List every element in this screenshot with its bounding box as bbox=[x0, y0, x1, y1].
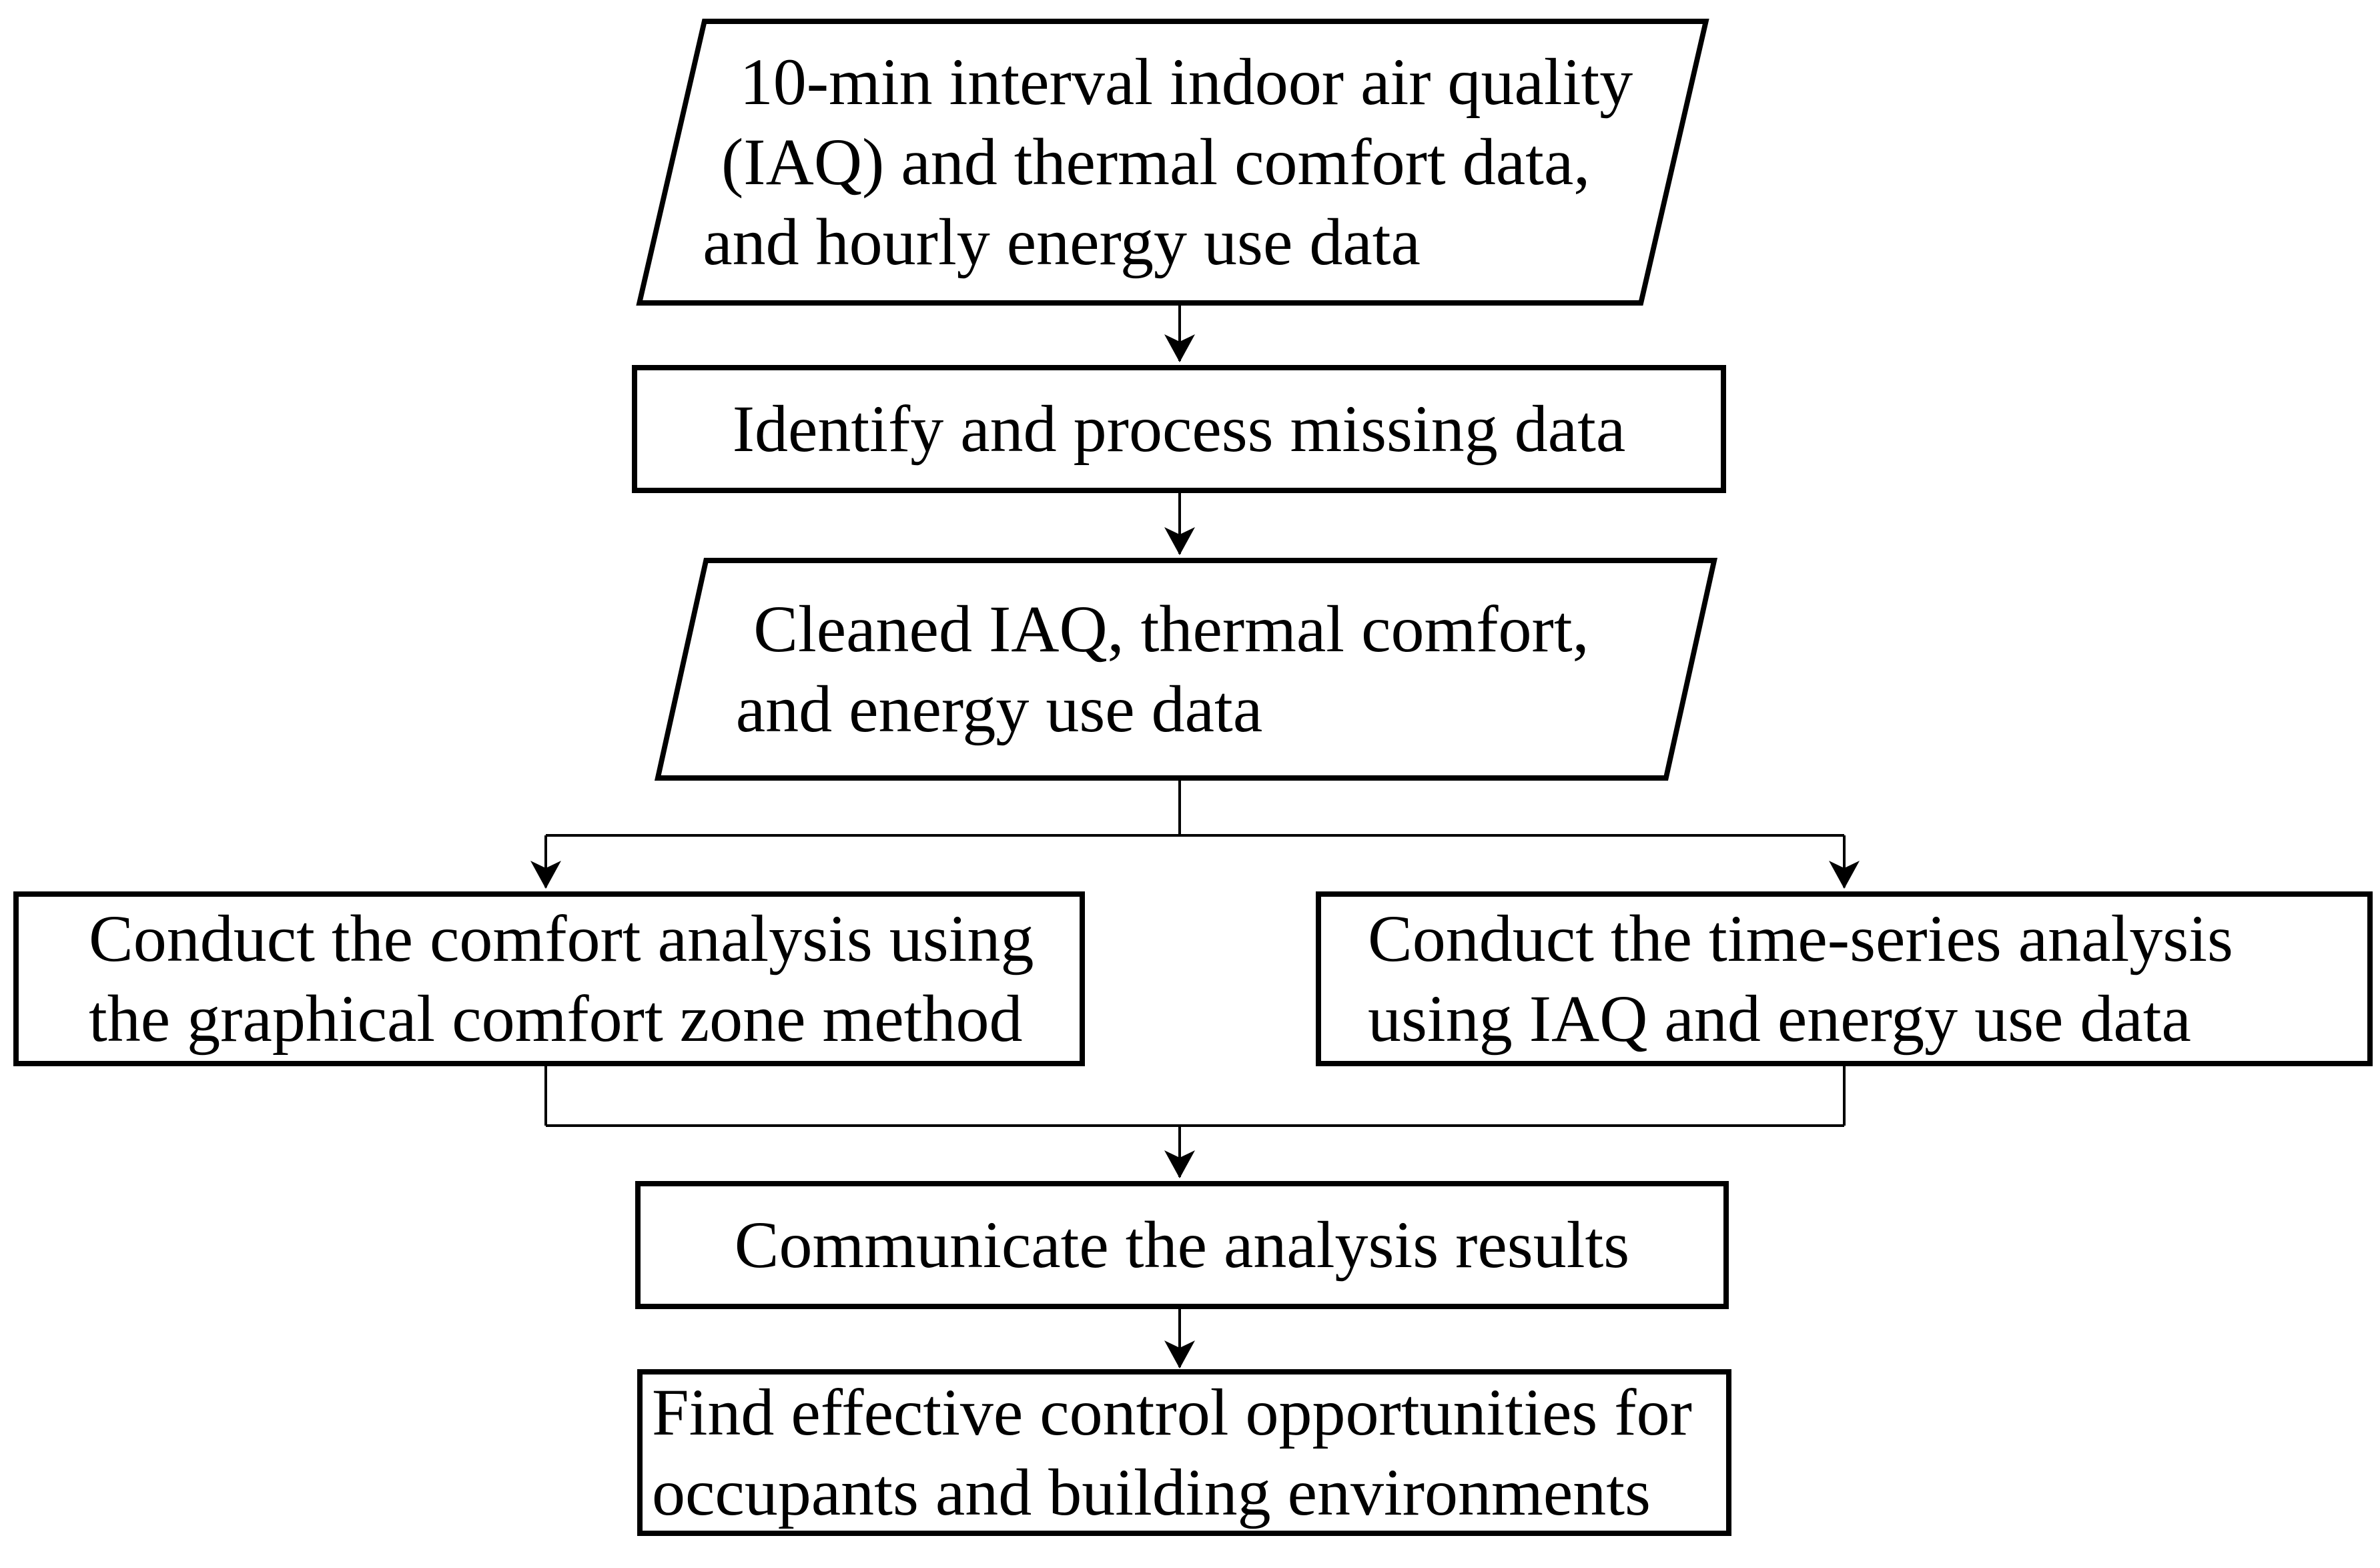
node-comfort-analysis: Conduct the comfort analysis using the g… bbox=[13, 891, 1085, 1066]
node-process-missing-data: Identify and process missing data bbox=[632, 365, 1726, 493]
node-control-opportunities: Find effective control opportunities for… bbox=[637, 1369, 1731, 1536]
node-text-line: Identify and process missing data bbox=[732, 392, 1626, 466]
node-communicate-results: Communicate the analysis results bbox=[635, 1181, 1729, 1309]
node-text-line: Conduct the time-series analysis bbox=[1368, 901, 2233, 975]
node-text-line: the graphical comfort zone method bbox=[89, 982, 1023, 1056]
node-input-data: 10-min interval indoor air quality (IAQ)… bbox=[636, 19, 1709, 306]
node-text-line: Communicate the analysis results bbox=[734, 1208, 1630, 1282]
node-text-line: Find effective control opportunities for bbox=[652, 1375, 1692, 1449]
node-text-line: and energy use data bbox=[735, 672, 1263, 746]
node-cleaned-data: Cleaned IAQ, thermal comfort, and energy… bbox=[654, 558, 1718, 781]
node-text-line: 10-min interval indoor air quality bbox=[739, 45, 1633, 119]
node-timeseries-analysis: Conduct the time-series analysis using I… bbox=[1316, 891, 2373, 1066]
node-text-line: occupants and building environments bbox=[652, 1455, 1651, 1529]
node-text-line: Cleaned IAQ, thermal comfort, bbox=[753, 592, 1589, 666]
node-text-line: and hourly energy use data bbox=[703, 205, 1421, 279]
node-text-line: (IAQ) and thermal comfort data, bbox=[721, 125, 1591, 199]
node-text-line: Conduct the comfort analysis using bbox=[89, 901, 1034, 975]
node-text-line: using IAQ and energy use data bbox=[1368, 982, 2191, 1056]
